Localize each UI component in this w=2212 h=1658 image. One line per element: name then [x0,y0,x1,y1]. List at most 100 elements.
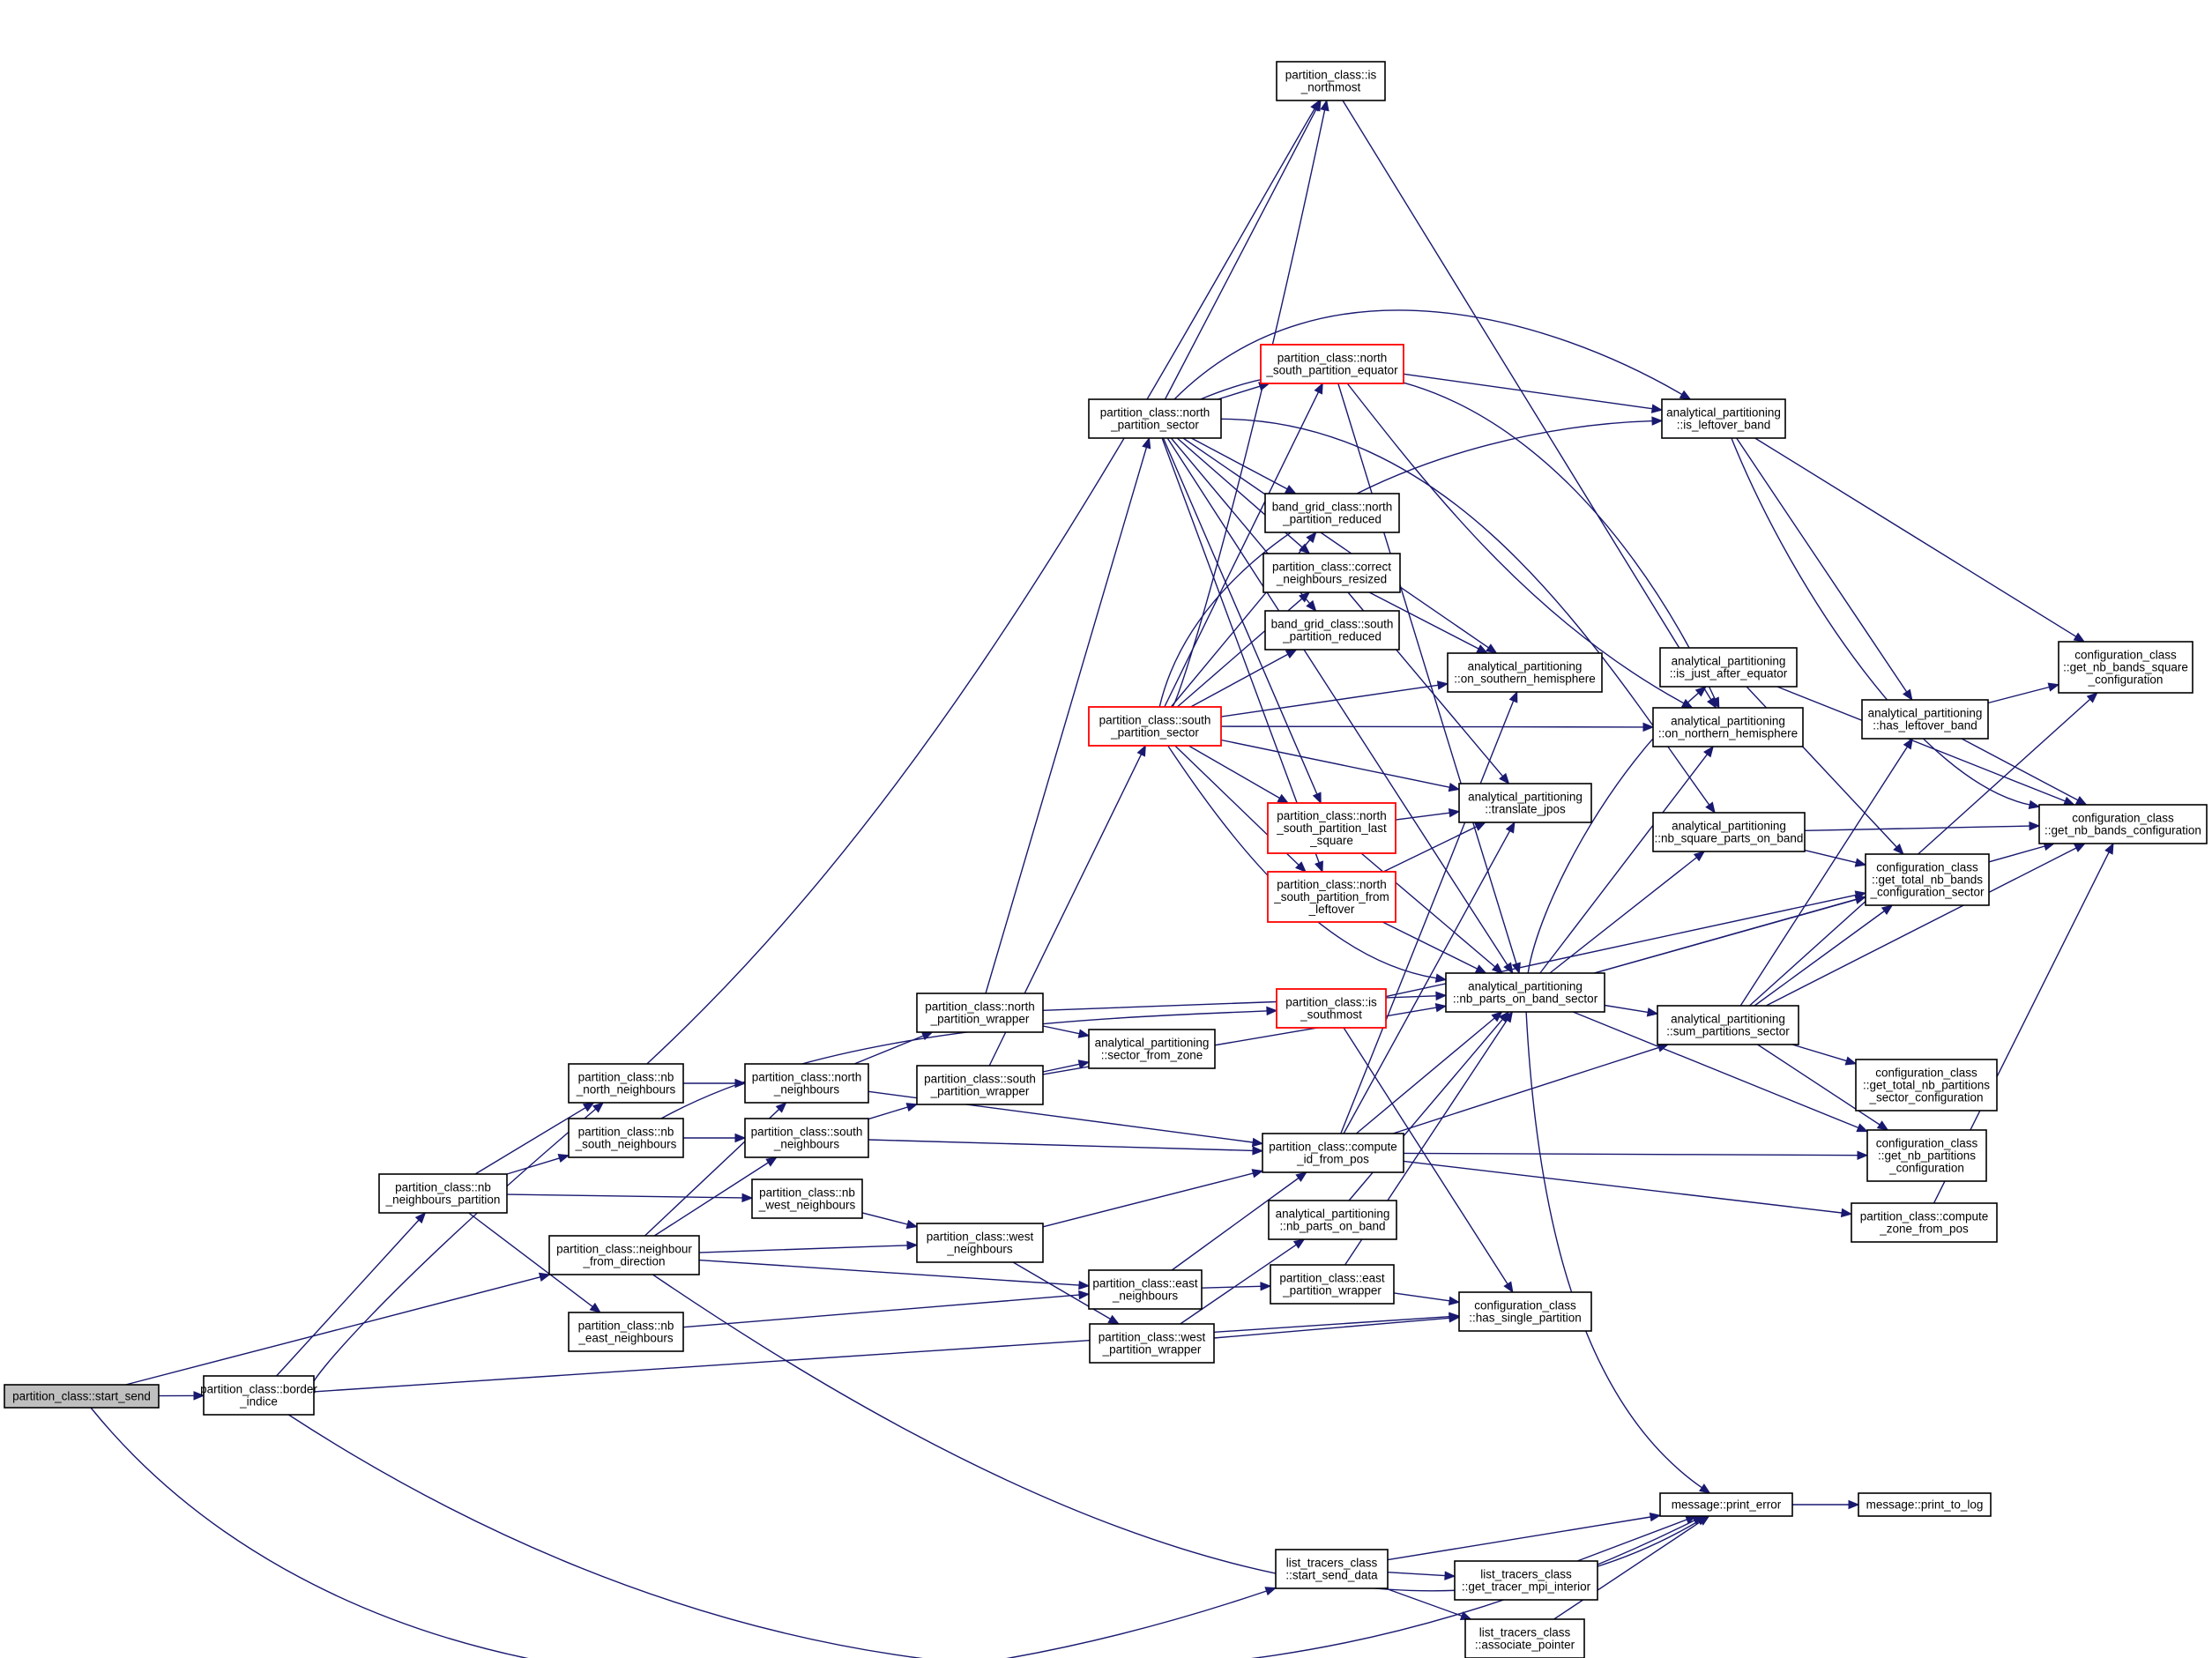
arrowhead-icon [1312,792,1322,805]
arrowhead-icon [1260,1282,1272,1291]
node-nb_parts_on_band_sector[interactable]: analytical_partitioning::nb_parts_on_ban… [1445,972,1605,1013]
node-has_single_partition[interactable]: configuration_class::has_single_partitio… [1458,1291,1592,1332]
node-border_indice[interactable]: partition_class::border_indice [200,1375,317,1416]
node-is_leftover_band[interactable]: analytical_partitioning::is_leftover_ban… [1661,398,1786,439]
node-bg_north_partition_reduced[interactable]: band_grid_class::north_partition_reduced [1264,493,1400,533]
node-north_partition_sector[interactable]: partition_class::north_partition_sector [1088,398,1222,439]
node-label-line: message::print_to_log [1866,1498,1984,1512]
node-label-line: ::associate_pointer [1475,1639,1575,1652]
node-south_partition_wrapper[interactable]: partition_class::south_partition_wrapper [916,1065,1044,1105]
arrowhead-icon [2063,796,2075,806]
node-correct_neighbours_resized[interactable]: partition_class::correct_neighbours_resi… [1262,553,1401,593]
node-get_tracer_mpi_interior[interactable]: list_tracers_class::get_tracer_mpi_inter… [1454,1560,1598,1601]
function-nodes: partition_class::start_send partition_cla… [4,61,2208,1658]
arrowhead-icon [2047,682,2060,692]
node-associate_pointer[interactable]: list_tracers_class::associate_pointer [1464,1618,1585,1658]
node-sum_partitions_sector[interactable]: analytical_partitioning::sum_partitions_… [1657,1005,1799,1045]
node-label-line: partition_class::east [1092,1277,1198,1290]
node-west_partition_wrapper[interactable]: partition_class::west_partition_wrapper [1089,1323,1215,1364]
node-nb_square_parts_on_band[interactable]: analytical_partitioning::nb_square_parts… [1652,812,1806,852]
node-east_partition_wrapper[interactable]: partition_class::east_partition_wrapper [1270,1264,1395,1305]
node-nb_neighbours_partition[interactable]: partition_class::nb_neighbours_partition [378,1173,508,1214]
node-box [568,1118,684,1158]
node-nb_parts_on_band[interactable]: analytical_partitioning::nb_parts_on_ban… [1268,1200,1397,1240]
arrowhead-icon [1697,1515,1710,1526]
node-box [751,1178,863,1219]
node-ns_partition_last_square[interactable]: partition_class::north_south_partition_l… [1267,802,1396,854]
node-label-line: analytical_partitioning [1276,1208,1390,1221]
node-south_partition_sector[interactable]: partition_class::south_partition_sector [1088,706,1222,747]
node-label-line: _partition_wrapper [1282,1284,1382,1297]
node-ns_partition_from_leftover[interactable]: partition_class::north_south_partition_f… [1267,871,1396,923]
node-label-line: _indice [239,1395,278,1409]
node-compute_id_from_pos[interactable]: partition_class::compute_id_from_pos [1262,1133,1404,1173]
node-get_nb_bands_square_configuration[interactable]: configuration_class::get_nb_bands_square… [2058,641,2193,694]
node-box [568,1063,684,1104]
call-edge-correct_neighbours_resized-to-on_southern_hemisphere [1368,591,1479,650]
arrowhead-icon [1498,1010,1510,1023]
node-box [1088,1029,1216,1069]
arrowhead-icon [2074,843,2086,852]
node-get_nb_partitions_configuration[interactable]: configuration_class::get_nb_partitions_c… [1866,1129,1987,1182]
node-neighbour_from_direction[interactable]: partition_class::neighbour_from_directio… [548,1235,700,1275]
node-ns_partition_equator[interactable]: partition_class::north_south_partition_e… [1260,344,1404,384]
node-translate_jpos[interactable]: analytical_partitioning::translate_jpos [1458,783,1592,823]
node-get_total_nb_bands_configuration_sector[interactable]: configuration_class::get_total_nb_bands_… [1865,853,1990,906]
arrowhead-icon [1876,1120,1889,1131]
call-edge-south_partition_sector-to-ns_partition_equator [1164,391,1320,708]
node-bg_south_partition_reduced[interactable]: band_grid_class::south_partition_reduced [1264,610,1400,651]
node-nb_east_neighbours[interactable]: partition_class::nb_east_neighbours [568,1312,684,1352]
node-get_total_nb_partitions_sector_configuration[interactable]: configuration_class::get_total_nb_partit… [1855,1059,1998,1112]
arrowhead-icon [1491,963,1504,974]
node-west_neighbours[interactable]: partition_class::west_neighbours [916,1223,1044,1263]
call-edge-sum_partitions_sector-to-get_nb_partitions_configuration [1757,1044,1881,1126]
node-box [1652,707,1804,747]
node-label-line: _square [1309,834,1353,847]
node-nb_north_neighbours[interactable]: partition_class::nb_north_neighbours [568,1063,684,1104]
node-is_southmost[interactable]: partition_class::is_southmost [1276,988,1387,1029]
arrowhead-icon [1848,1499,1860,1510]
call-edge-south_partition_wrapper-to-sector_from_zone [1042,1063,1080,1073]
call-edge-nb_parts_on_band-to-nb_parts_on_band_sector [1348,1018,1503,1201]
node-on_northern_hemisphere[interactable]: analytical_partitioning::on_northern_hem… [1652,707,1804,747]
node-label-line: ::get_tracer_mpi_interior [1462,1580,1591,1594]
node-north_partition_wrapper[interactable]: partition_class::north_partition_wrapper [916,993,1044,1033]
node-nb_west_neighbours[interactable]: partition_class::nb_west_neighbours [751,1178,863,1219]
node-print_to_log[interactable]: message::print_to_log [1858,1492,1992,1517]
node-label-line: partition_class::south [924,1073,1036,1086]
node-is_northmost[interactable]: partition_class::is_northmost [1276,61,1386,101]
node-start_send_data[interactable]: list_tracers_class::start_send_data [1275,1549,1389,1589]
arrowhead-icon [1646,1007,1659,1017]
node-label-line: ::has_leftover_band [1873,719,1977,732]
node-is_just_after_equator[interactable]: analytical_partitioning::is_just_after_e… [1659,647,1798,688]
arrowhead-icon [1448,808,1461,818]
arrowhead-icon [1444,1571,1456,1580]
call-edge-nb_parts_on_band_sector-to-print_error [1525,1011,1702,1489]
call-edge-border_indice-to-nb_neighbours_partition [276,1219,420,1377]
node-has_leftover_band[interactable]: analytical_partitioning::has_leftover_ba… [1861,699,1989,740]
node-nb_south_neighbours[interactable]: partition_class::nb_south_neighbours [568,1118,684,1158]
arrowhead-icon [1107,1314,1121,1325]
node-south_neighbours[interactable]: partition_class::south_neighbours [744,1118,869,1158]
node-east_neighbours[interactable]: partition_class::east_neighbours [1088,1269,1203,1310]
arrowhead-icon [1650,404,1664,413]
node-start_send[interactable]: partition_class::start_send [4,1384,160,1409]
call-edge-border_indice-to-print_error [287,1414,1695,1658]
node-print_error[interactable]: message::print_error [1659,1492,1793,1517]
arrowhead-icon [557,1154,570,1164]
node-on_southern_hemisphere[interactable]: analytical_partitioning::on_southern_hem… [1447,652,1603,693]
call-edge-sum_partitions_sector-to-get_nb_bands_configuration [1765,847,2077,1007]
call-edge-neighbour_from_direction-to-west_neighbours [698,1245,908,1253]
arrowhead-icon [1434,973,1448,983]
arrowhead-icon [592,1102,605,1113]
node-compute_zone_from_pos[interactable]: partition_class::compute_zone_from_pos [1851,1202,1998,1243]
node-box [1088,706,1222,747]
node-get_nb_bands_configuration[interactable]: configuration_class::get_nb_bands_config… [2038,804,2208,844]
node-sector_from_zone[interactable]: analytical_partitioning::sector_from_zon… [1088,1029,1216,1069]
node-label-line: ::nb_square_parts_on_band [1655,832,1804,845]
call-edge-nb_east_neighbours-to-east_neighbours [682,1294,1080,1328]
node-label-line: _id_from_pos [1296,1153,1369,1166]
arrowhead-icon [1503,962,1514,975]
node-north_neighbours[interactable]: partition_class::north_neighbours [744,1063,869,1104]
call-edge-border_indice-to-has_single_partition [313,1316,1450,1393]
